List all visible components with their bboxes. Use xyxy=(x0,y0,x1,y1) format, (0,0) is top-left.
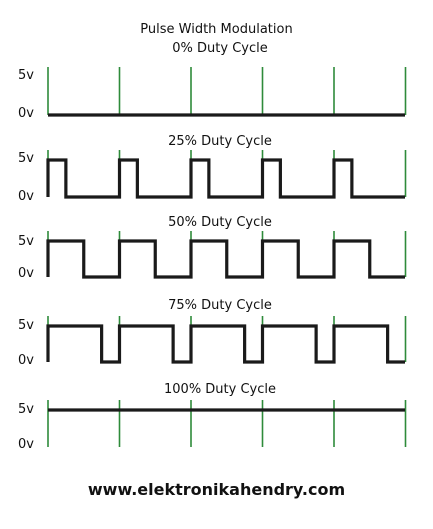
voltage-low-label: 0v xyxy=(18,106,34,121)
voltage-low-label: 0v xyxy=(18,189,34,204)
diagram-title: Pulse Width Modulation xyxy=(140,22,293,37)
panel-title-0: 0% Duty Cycle xyxy=(172,41,268,56)
voltage-high-label: 5v xyxy=(18,151,34,166)
voltage-high-label: 5v xyxy=(18,68,34,83)
pwm-waveform-50 xyxy=(46,239,405,279)
voltage-high-label: 5v xyxy=(18,318,34,333)
voltage-low-label: 0v xyxy=(18,353,34,368)
panel-title-25: 25% Duty Cycle xyxy=(168,134,272,149)
voltage-high-label: 5v xyxy=(18,402,34,417)
voltage-low-label: 0v xyxy=(18,266,34,281)
panel-title-75: 75% Duty Cycle xyxy=(168,298,272,313)
footer-url: www.elektronikahendry.com xyxy=(87,480,346,499)
voltage-low-label: 0v xyxy=(18,437,34,452)
panel-title-100: 100% Duty Cycle xyxy=(164,382,276,397)
pwm-waveform-25 xyxy=(46,158,405,199)
pwm-waveform-75 xyxy=(46,324,405,364)
panel-title-50: 50% Duty Cycle xyxy=(168,215,272,230)
voltage-high-label: 5v xyxy=(18,234,34,249)
